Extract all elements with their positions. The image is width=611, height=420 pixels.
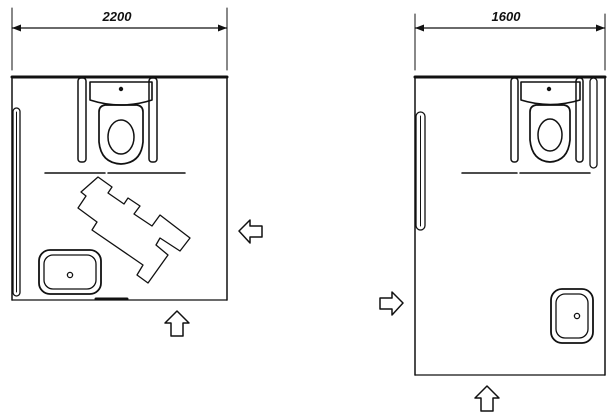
grab-bar-right-narrow xyxy=(589,77,598,169)
width-label-narrow: 1600 xyxy=(492,9,522,24)
room-walls-narrow xyxy=(413,75,607,376)
toilet-wide xyxy=(77,77,158,165)
washbasin-wide xyxy=(38,249,102,295)
width-dimension-wide: 2200 xyxy=(11,7,228,71)
plan-narrow: 1600 xyxy=(379,9,607,412)
width-dimension-narrow: 1600 xyxy=(414,9,606,71)
wheelchair-wide xyxy=(77,176,191,284)
washbasin-narrow xyxy=(550,288,594,344)
plan-wide: 2200 xyxy=(10,7,263,337)
grab-bar-wide xyxy=(12,107,21,297)
grab-bar-narrow xyxy=(415,111,426,231)
entrance-arrow-right-wide xyxy=(238,219,263,244)
entrance-arrow-bottom-wide xyxy=(164,310,190,337)
width-label-wide: 2200 xyxy=(102,9,133,24)
entrance-arrow-bottom-narrow xyxy=(474,385,500,412)
entrance-arrow-left-narrow xyxy=(379,291,404,316)
room-walls-wide xyxy=(10,75,229,301)
toilet-narrow xyxy=(510,77,584,163)
